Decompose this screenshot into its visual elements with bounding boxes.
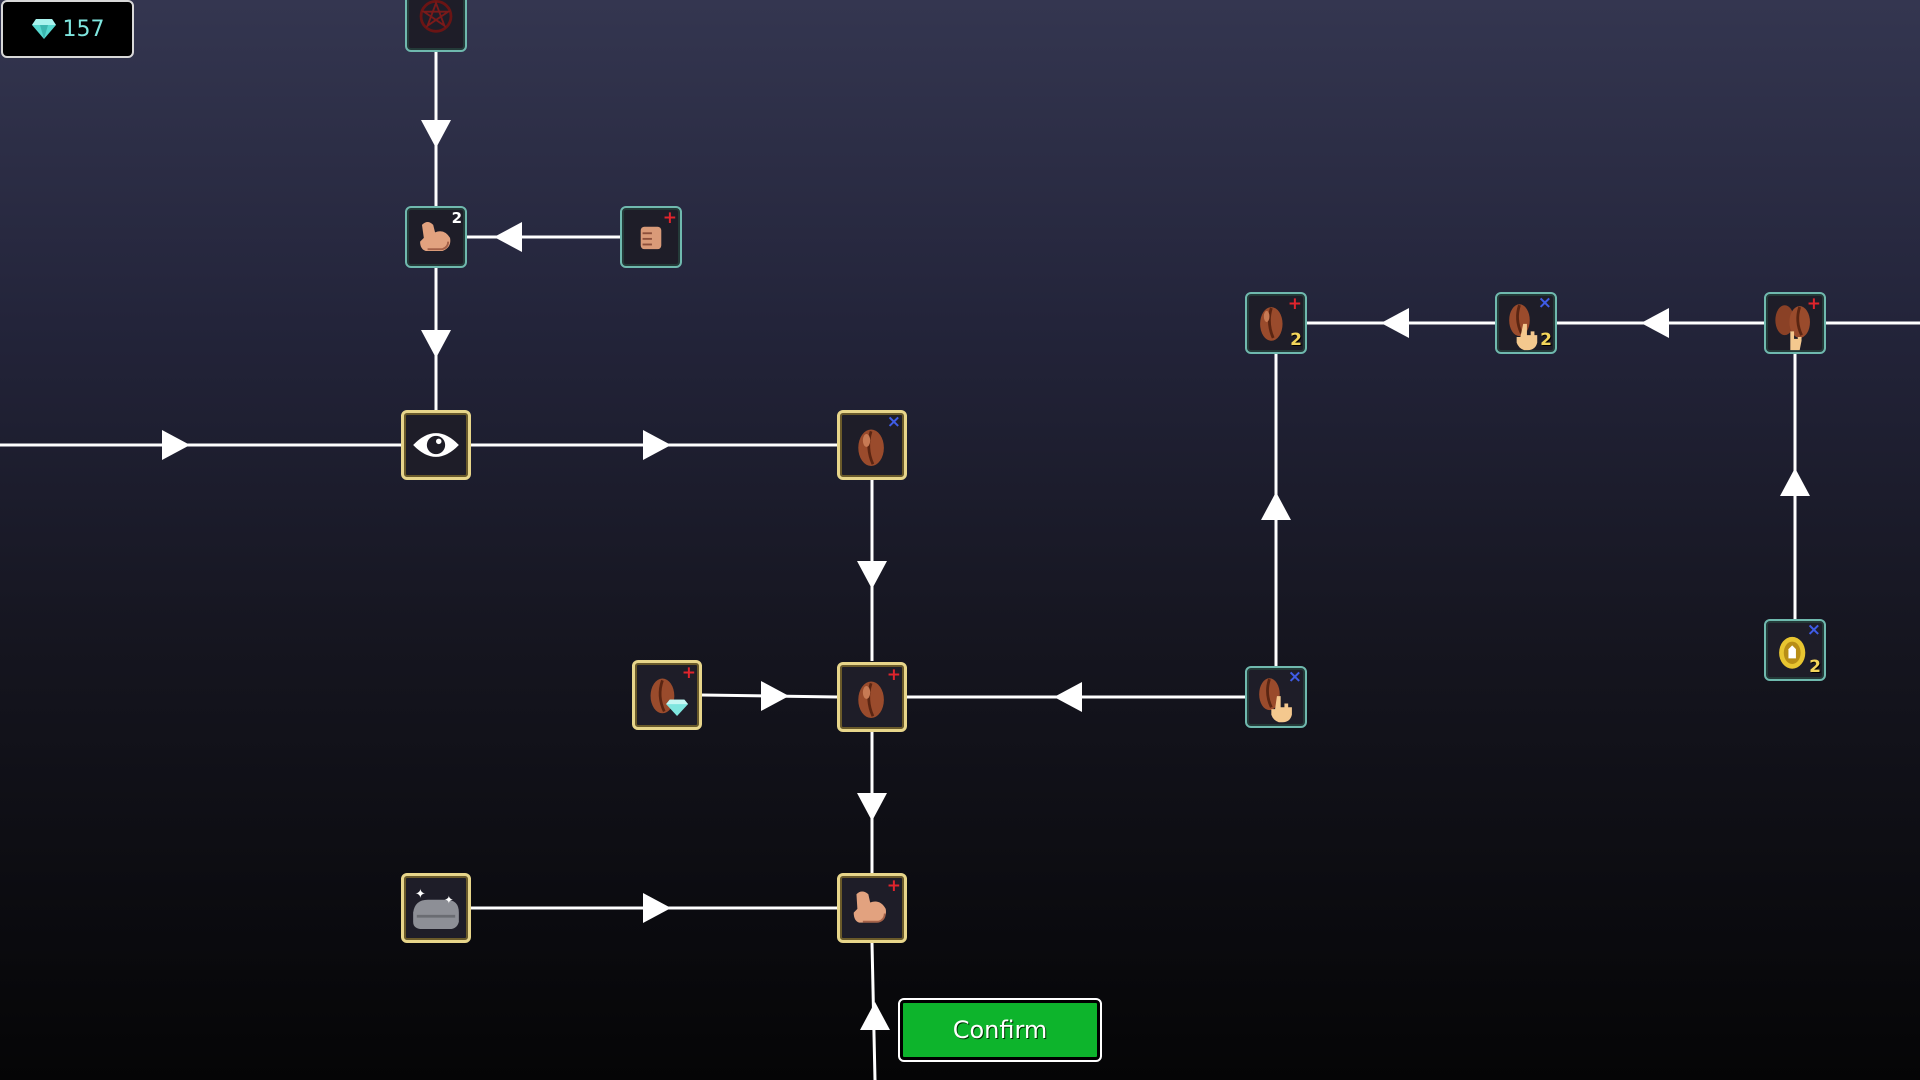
- x-badge: ×: [1287, 667, 1302, 687]
- skill-node-fist-plus[interactable]: +: [620, 206, 682, 268]
- eye-icon: [413, 433, 459, 457]
- arrow-down: [857, 561, 887, 589]
- pentagram-icon: [419, 0, 453, 33]
- skill-node-bean-click-x[interactable]: ×: [1245, 666, 1307, 728]
- x-badge: ×: [1537, 293, 1552, 313]
- svg-text:✦: ✦: [444, 893, 453, 906]
- arrow-down: [421, 120, 451, 148]
- skill-node-eye[interactable]: [401, 410, 471, 480]
- arrow-right: [643, 430, 671, 460]
- sparkling-stone-icon: ✦ ✦: [413, 887, 459, 930]
- plus-badge: +: [886, 665, 901, 685]
- skill-node-bean-x[interactable]: ×: [837, 410, 907, 480]
- gem-count: 157: [62, 16, 105, 42]
- arrow-up: [1780, 468, 1810, 496]
- x-badge: ×: [1806, 620, 1821, 640]
- flexed-arm-icon: [420, 222, 451, 252]
- double-bean-pointer-icon: [1775, 305, 1810, 351]
- arrow-left: [1641, 308, 1669, 338]
- plus-badge: +: [662, 208, 677, 228]
- arrow-right: [162, 430, 190, 460]
- skill-node-strength-2[interactable]: 2: [405, 206, 467, 268]
- arrow-up: [860, 1002, 890, 1030]
- skill-node-double-bean-plus[interactable]: +: [1764, 292, 1826, 354]
- count-badge: 2: [1809, 657, 1821, 677]
- count-badge: 2: [1540, 330, 1552, 350]
- arrow-left: [494, 222, 522, 252]
- diamond-icon: [31, 19, 56, 39]
- confirm-button[interactable]: Confirm: [898, 998, 1102, 1062]
- skill-node-bean-plus-center[interactable]: +: [837, 662, 907, 732]
- plus-badge: +: [1806, 294, 1821, 314]
- coffee-bean-icon: [1260, 307, 1283, 341]
- bean-pointer-icon: [1259, 678, 1292, 723]
- gold-coin-icon: [1779, 636, 1806, 669]
- plus-badge: +: [681, 663, 696, 683]
- skill-node-bean-plus-2[interactable]: + 2: [1245, 292, 1307, 354]
- skill-node-demon-sigil[interactable]: [405, 0, 467, 52]
- svg-text:✦: ✦: [415, 887, 426, 902]
- bean-diamond-icon: [650, 678, 689, 717]
- plus-badge: +: [1287, 294, 1302, 314]
- arrow-right: [761, 681, 789, 711]
- x-badge: ×: [886, 412, 901, 432]
- connection-lines: [0, 52, 1920, 1080]
- arrow-down: [857, 793, 887, 821]
- coffee-bean-icon: [858, 681, 884, 719]
- arrow-left: [1381, 308, 1409, 338]
- bean-pointer-icon: [1509, 304, 1538, 351]
- count-badge: 2: [1290, 330, 1302, 350]
- skill-node-stone[interactable]: ✦ ✦: [401, 873, 471, 943]
- arrow-right: [643, 893, 671, 923]
- gem-counter: 157: [1, 0, 134, 58]
- flow-arrows: [162, 120, 1810, 1030]
- plus-badge: +: [886, 876, 901, 896]
- coffee-bean-icon: [858, 429, 884, 467]
- arrow-left: [1054, 682, 1082, 712]
- arrow-up: [1261, 492, 1291, 520]
- fist-icon: [640, 226, 662, 250]
- flexed-arm-icon: [853, 891, 886, 923]
- arrow-down: [421, 330, 451, 358]
- level-badge: 2: [451, 209, 462, 227]
- skill-node-bean-click-x-2[interactable]: × 2: [1495, 292, 1557, 354]
- skill-node-gold-coin-x-2[interactable]: × 2: [1764, 619, 1826, 681]
- skill-node-bean-gem-plus[interactable]: +: [632, 660, 702, 730]
- skill-node-arm-plus[interactable]: +: [837, 873, 907, 943]
